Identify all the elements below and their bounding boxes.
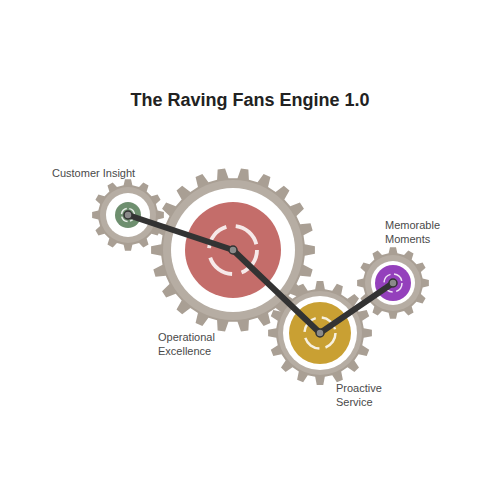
gear-ring [171, 188, 295, 312]
gear-teeth [268, 281, 372, 385]
drive-link [233, 250, 320, 333]
gear-node: Proactive Service [268, 281, 372, 385]
gear-shape [268, 281, 372, 385]
hub-icon [305, 318, 336, 349]
gear-teeth [357, 247, 429, 319]
hub-icon [122, 209, 135, 222]
pivot-dot [316, 329, 324, 337]
gear-teeth [92, 179, 164, 251]
hub-icon [209, 226, 257, 274]
gear-shape [357, 247, 429, 319]
gear-label: Proactive Service [336, 381, 396, 409]
pivot-dot [229, 246, 237, 254]
gear-body [365, 255, 421, 311]
gear-label: Customer Insight [52, 166, 135, 180]
gear-hub [185, 202, 281, 298]
pivot-dot [124, 211, 132, 219]
gear-label: Operational Excellence [158, 330, 228, 358]
gear-body [100, 187, 156, 243]
gear-hub [375, 265, 411, 301]
gear-ring [371, 261, 415, 305]
gear-hub [115, 202, 141, 228]
drive-link [128, 215, 233, 250]
gear-ring [106, 193, 150, 237]
pivot-dot [389, 279, 397, 287]
gear-hub [289, 302, 351, 364]
hub-icon [384, 274, 402, 292]
gear-shape [92, 179, 164, 251]
diagram-title: The Raving Fans Engine 1.0 [0, 90, 500, 111]
drive-link [320, 283, 393, 333]
gear-node: Customer Insight [92, 179, 164, 251]
gear-node: Memorable Moments [357, 247, 429, 319]
gear-label: Memorable Moments [385, 218, 457, 246]
gear-body [278, 291, 362, 375]
gear-ring [283, 296, 357, 370]
